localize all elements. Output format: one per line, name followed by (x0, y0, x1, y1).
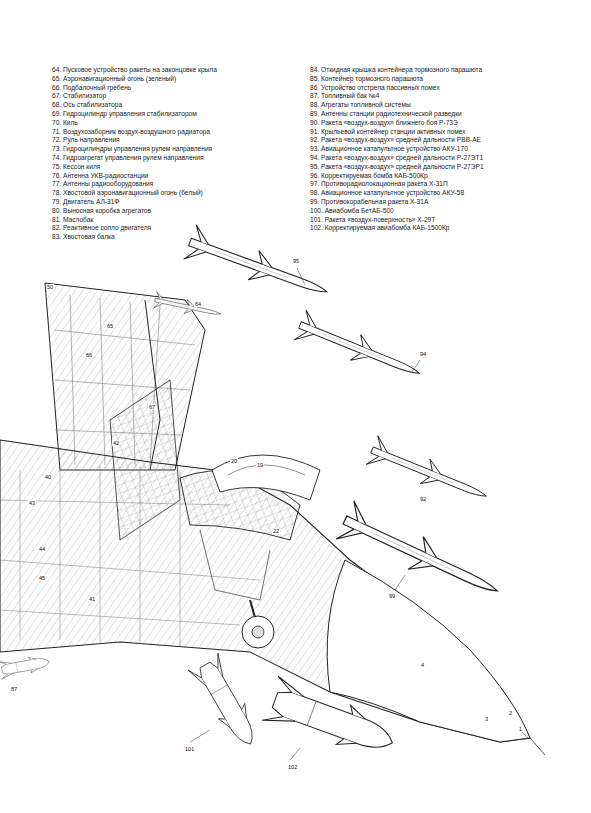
legend-item: 87. Топливный бак №4 (310, 92, 379, 100)
callout-number: 64 (194, 301, 202, 307)
legend-item: 96. Корректируемая бомба КАБ-500Кр (310, 172, 428, 180)
legend-item: 83. Хвостовая балка (52, 233, 115, 241)
legend-item: 73. Гидроцилиндры управления рулем напра… (52, 145, 212, 153)
legend-item: 72. Руль направления (52, 136, 120, 144)
callout-number: 101 (184, 746, 195, 752)
callout-number: 99 (388, 593, 396, 599)
legend-item: 101. Ракета «воздух-поверхность» Х-29Т (310, 216, 435, 224)
legend-item: 95. Ракета «воздух-воздух» средней дальн… (310, 163, 484, 171)
legend-item: 99. Противокорабельная ракета Х-31А (310, 198, 428, 206)
legend-item: 68. Ось стабилизатора (52, 101, 122, 109)
callout-number: 1 (518, 726, 523, 732)
legend-item: 84. Откидная крышка контейнера тормозног… (310, 66, 482, 74)
callout-number: 92 (419, 496, 427, 502)
legend-item: 67. Стабилизатор (52, 92, 106, 100)
legend-item: 64. Пусковое устройство ракеты на законц… (52, 66, 217, 74)
callout-number: 102 (287, 764, 298, 770)
legend-item: 100. Авиабомба БетАБ-500 (310, 207, 394, 215)
legend-item: 86. Устройство отстрела пассивных помех (310, 84, 440, 92)
legend-item: 69. Гидроцилиндр управления стабилизатор… (52, 110, 197, 118)
legend-item: 91. Крыльевой контейнер станции активных… (310, 128, 466, 136)
callout-number: 43 (28, 500, 36, 506)
legend-item: 78. Хвостовой аэронавигационный огонь (б… (52, 189, 203, 197)
legend-item: 71. Воздухозаборник воздух-воздушного ра… (52, 128, 210, 136)
legend-item: 80. Выносная коробка агрегатов (52, 207, 151, 215)
legend-item: 81. Маслобак (52, 216, 93, 224)
legend-item: 98. Авиационное катапультное устройство … (310, 189, 464, 197)
callout-number: 3 (484, 716, 489, 722)
legend-item: 70. Киль (52, 119, 78, 127)
callout-number: 42 (112, 440, 120, 446)
callout-number: 41 (88, 596, 96, 602)
callout-number: 2 (508, 710, 513, 716)
legend-item: 92. Ракета «воздух-воздух» средней дальн… (310, 136, 481, 144)
callout-number: 87 (10, 686, 18, 692)
callout-number: 95 (292, 258, 300, 264)
legend-item: 82. Реактивное сопло двигателя (52, 224, 151, 232)
legend-item: 79. Двигатель АЛ-31Ф (52, 198, 119, 206)
legend-item: 76. Антенна УКВ-радиостанции (52, 172, 148, 180)
callout-number: 66 (85, 352, 93, 358)
callout-number: 45 (38, 575, 46, 581)
callout-number: 67 (148, 404, 156, 410)
callout-number: 40 (44, 474, 52, 480)
callout-number: 19 (256, 462, 264, 468)
legend-item: 65. Аэронавигационный огонь (зеленый) (52, 75, 176, 83)
callout-number: 22 (272, 528, 280, 534)
legend-item: 66. Подбалочный гребень (52, 84, 131, 92)
legend-item: 89. Антенны станции радиотехнической раз… (310, 110, 462, 118)
callout-number: 50 (46, 284, 54, 290)
callout-number: 94 (419, 351, 427, 357)
legend-item: 93. Авиационное катапультное устройство … (310, 145, 468, 153)
legend-item: 94. Ракета «воздух-воздух» средней дальн… (310, 154, 483, 162)
callout-number: 44 (38, 546, 46, 552)
legend-item: 97. Противорадиолокационная ракета Х-31П (310, 180, 448, 188)
legend-item: 74. Гидроагрегат управления рулем направ… (52, 154, 204, 162)
callout-number: 4 (420, 662, 425, 668)
callout-number: 65 (106, 323, 114, 329)
legend-item: 90. Ракета «воздух-воздух» ближнего боя … (310, 119, 458, 127)
legend-item: 102. Корректируемая авиабомба КАБ-1500Кр (310, 224, 449, 232)
legend-item: 77. Антенны радиооборудования (52, 180, 153, 188)
legend-item: 85. Контейнер тормозного парашюта (310, 75, 423, 83)
callout-number: 20 (230, 458, 238, 464)
legend-item: 75. Кессон киля (52, 163, 100, 171)
legend-item: 88. Агрегаты топливной системы (310, 101, 411, 109)
